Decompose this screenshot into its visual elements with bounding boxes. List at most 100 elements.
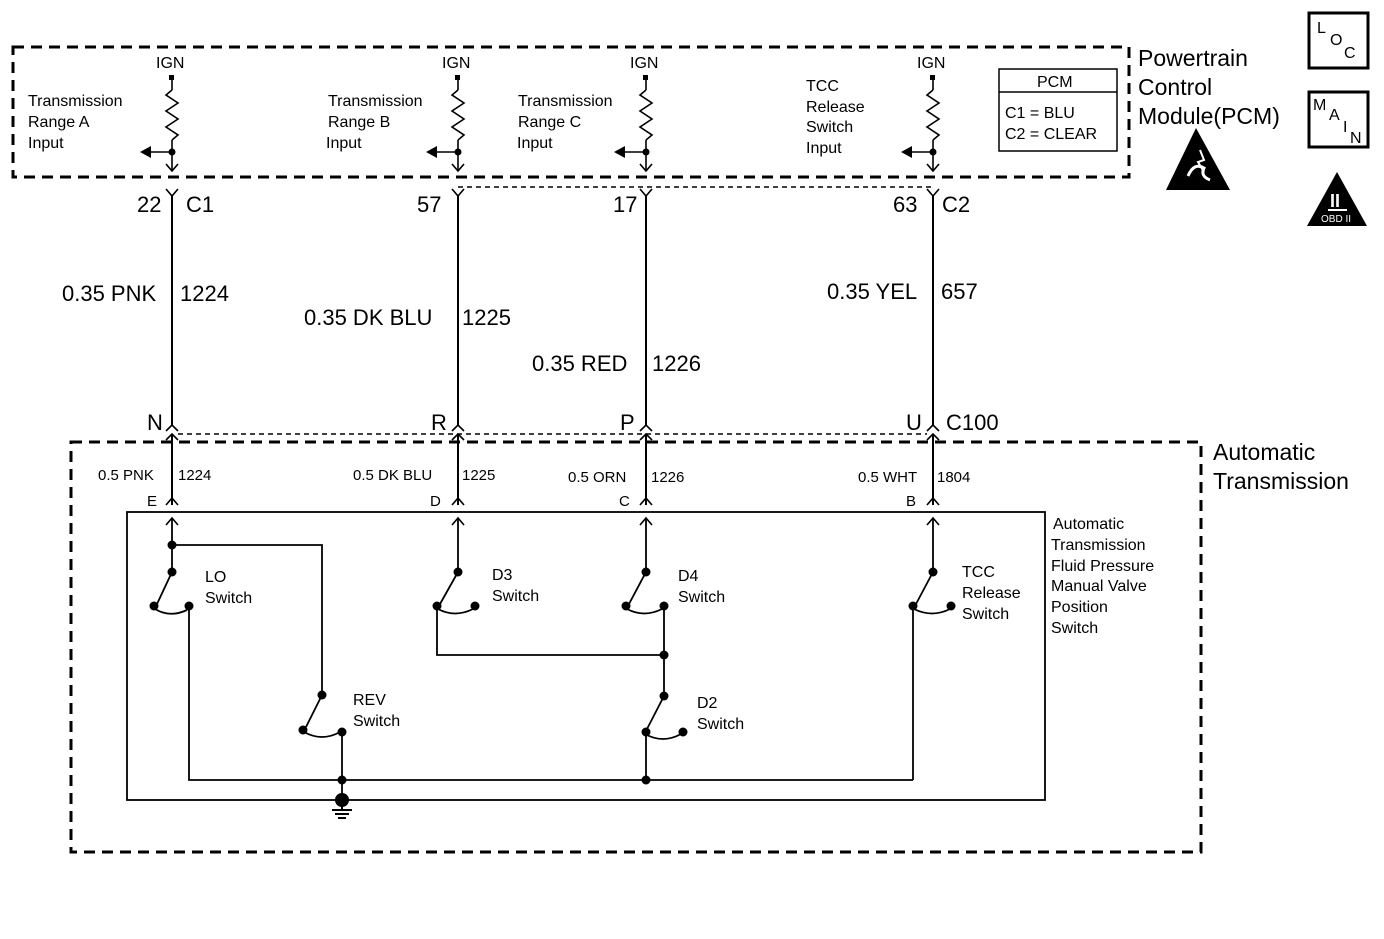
input-label-line-3: Input bbox=[517, 135, 553, 152]
main-letter-i: I bbox=[1343, 119, 1347, 136]
input-label-line-2: Range C bbox=[518, 114, 581, 131]
pcm-input-c: IGN Transmission Range C Input bbox=[517, 55, 658, 173]
wire-1224-color: 0.35 PNK bbox=[62, 281, 156, 306]
d2-switch-label-2: Switch bbox=[697, 716, 744, 733]
input-label-line-2: Release bbox=[806, 99, 865, 116]
wire-1225-color: 0.35 DK BLU bbox=[304, 305, 432, 330]
lower-wire-1224-circuit: 1224 bbox=[178, 467, 211, 484]
loc-letter-l: L bbox=[1317, 20, 1326, 37]
d3-switch-label-2: Switch bbox=[492, 588, 539, 605]
lo-switch-label-2: Switch bbox=[205, 590, 252, 607]
wire-657-color: 0.35 YEL bbox=[827, 279, 917, 304]
pcm-pin-57: 57 bbox=[417, 188, 465, 217]
transmission-title-line-2: Transmission bbox=[1213, 468, 1349, 494]
wire-1226-circuit: 1226 bbox=[652, 351, 701, 376]
esd-warning-icon bbox=[1166, 128, 1230, 190]
pcm-box bbox=[11, 45, 1131, 179]
main-badge: M A I N bbox=[1307, 90, 1370, 149]
c100-name: C100 bbox=[946, 410, 999, 435]
wire-1225-circuit: 1225 bbox=[462, 305, 511, 330]
lower-wire-1804-circuit: 1804 bbox=[937, 469, 970, 486]
transmission-title-line-1: Automatic bbox=[1213, 439, 1315, 465]
input-label-line-4: Input bbox=[806, 140, 842, 157]
tcc-switch-label-1: TCC bbox=[962, 564, 995, 581]
pcm-title-line-2: Control bbox=[1138, 74, 1212, 100]
ign-label: IGN bbox=[442, 55, 470, 72]
pcm-input-b: IGN Transmission Range B Input bbox=[326, 55, 470, 173]
transmission-box bbox=[69, 440, 1203, 854]
main-letter-a: A bbox=[1329, 107, 1340, 124]
input-label-line-3: Input bbox=[28, 135, 64, 152]
pcm-input-tcc: IGN TCC Release Switch Input bbox=[806, 55, 945, 173]
legend-row-c1: C1 = BLU bbox=[1005, 105, 1075, 122]
lower-wire-1226-pin: C bbox=[619, 493, 630, 510]
input-label-line-1: Transmission bbox=[328, 93, 423, 110]
lower-wire-1804-color: 0.5 WHT bbox=[858, 469, 917, 486]
input-label-line-2: Range A bbox=[28, 114, 90, 131]
input-label-line-3: Switch bbox=[806, 119, 853, 136]
pin-number: 63 bbox=[893, 192, 917, 217]
d4-switch-label-1: D4 bbox=[678, 568, 699, 585]
input-label-line-1: TCC bbox=[806, 78, 839, 95]
switch-circuit bbox=[154, 518, 951, 800]
c100-pin-n: N bbox=[147, 410, 163, 435]
lower-wire-1226-circuit: 1226 bbox=[651, 469, 684, 486]
lower-wire-1804-pin: B bbox=[906, 493, 916, 510]
switch-assembly-box bbox=[126, 511, 1046, 801]
rev-switch-label-1: REV bbox=[353, 692, 386, 709]
c100-pin-p: P bbox=[620, 410, 635, 435]
pcm-pin-22: 22 C1 bbox=[137, 188, 214, 217]
main-letter-m: M bbox=[1313, 97, 1326, 114]
tcc-switch-label-3: Switch bbox=[962, 606, 1009, 623]
obd-numeral: II bbox=[1330, 191, 1340, 211]
d2-switch-label-1: D2 bbox=[697, 695, 718, 712]
loc-badge: L O C bbox=[1307, 11, 1370, 70]
ground-icon bbox=[332, 793, 352, 819]
obd-ii-icon: II OBD II bbox=[1307, 172, 1367, 226]
assembly-label-line-1: Automatic bbox=[1053, 516, 1124, 533]
rev-switch-label-2: Switch bbox=[353, 713, 400, 730]
pcm-input-a: IGN Transmission Range A Input bbox=[28, 55, 184, 173]
assembly-label-line-3: Fluid Pressure bbox=[1051, 558, 1154, 575]
input-label-line-1: Transmission bbox=[518, 93, 613, 110]
lower-wire-1225-pin: D bbox=[430, 493, 441, 510]
pcm-title-line-1: Powertrain bbox=[1138, 45, 1248, 71]
junction-dots bbox=[149, 540, 956, 785]
tcc-switch-label-2: Release bbox=[962, 585, 1021, 602]
ign-label: IGN bbox=[917, 55, 945, 72]
pcm-connector-legend: PCM C1 = BLU C2 = CLEAR bbox=[998, 68, 1118, 152]
wire-1224-circuit: 1224 bbox=[180, 281, 229, 306]
loc-letter-c: C bbox=[1344, 45, 1356, 62]
lower-wire-1225-color: 0.5 DK BLU bbox=[353, 467, 432, 484]
pin-number: 17 bbox=[613, 192, 637, 217]
ign-label: IGN bbox=[156, 55, 184, 72]
assembly-label-line-2: Transmission bbox=[1051, 537, 1146, 554]
pin-number: 22 bbox=[137, 192, 161, 217]
pin-number: 57 bbox=[417, 192, 441, 217]
input-label-line-2: Range B bbox=[328, 114, 390, 131]
loc-letter-o: O bbox=[1330, 32, 1342, 49]
pin-connector: C1 bbox=[186, 192, 214, 217]
input-label-line-1: Transmission bbox=[28, 93, 123, 110]
main-letter-n: N bbox=[1350, 130, 1362, 147]
c100-pin-r: R bbox=[431, 410, 447, 435]
lower-wire-1224-pin: E bbox=[147, 493, 157, 510]
pcm-pin-63: 63 C2 bbox=[893, 188, 970, 217]
legend-header: PCM bbox=[1037, 74, 1073, 91]
c100-pin-u: U bbox=[906, 410, 922, 435]
lower-wire-1224-color: 0.5 PNK bbox=[98, 467, 154, 484]
pin-connector: C2 bbox=[942, 192, 970, 217]
lower-wire-1225-circuit: 1225 bbox=[462, 467, 495, 484]
legend-row-c2: C2 = CLEAR bbox=[1005, 126, 1097, 143]
pcm-title-line-3: Module(PCM) bbox=[1138, 103, 1280, 129]
input-label-line-3: Input bbox=[326, 135, 362, 152]
wire-657-circuit: 657 bbox=[941, 279, 978, 304]
assembly-label-line-6: Switch bbox=[1051, 620, 1098, 637]
assembly-label-line-5: Position bbox=[1051, 599, 1108, 616]
lo-switch-label-1: LO bbox=[205, 569, 226, 586]
lower-wire-1226-color: 0.5 ORN bbox=[568, 469, 626, 486]
c100-connector: N R P U C100 bbox=[147, 410, 999, 441]
ign-label: IGN bbox=[630, 55, 658, 72]
d4-switch-label-2: Switch bbox=[678, 589, 725, 606]
